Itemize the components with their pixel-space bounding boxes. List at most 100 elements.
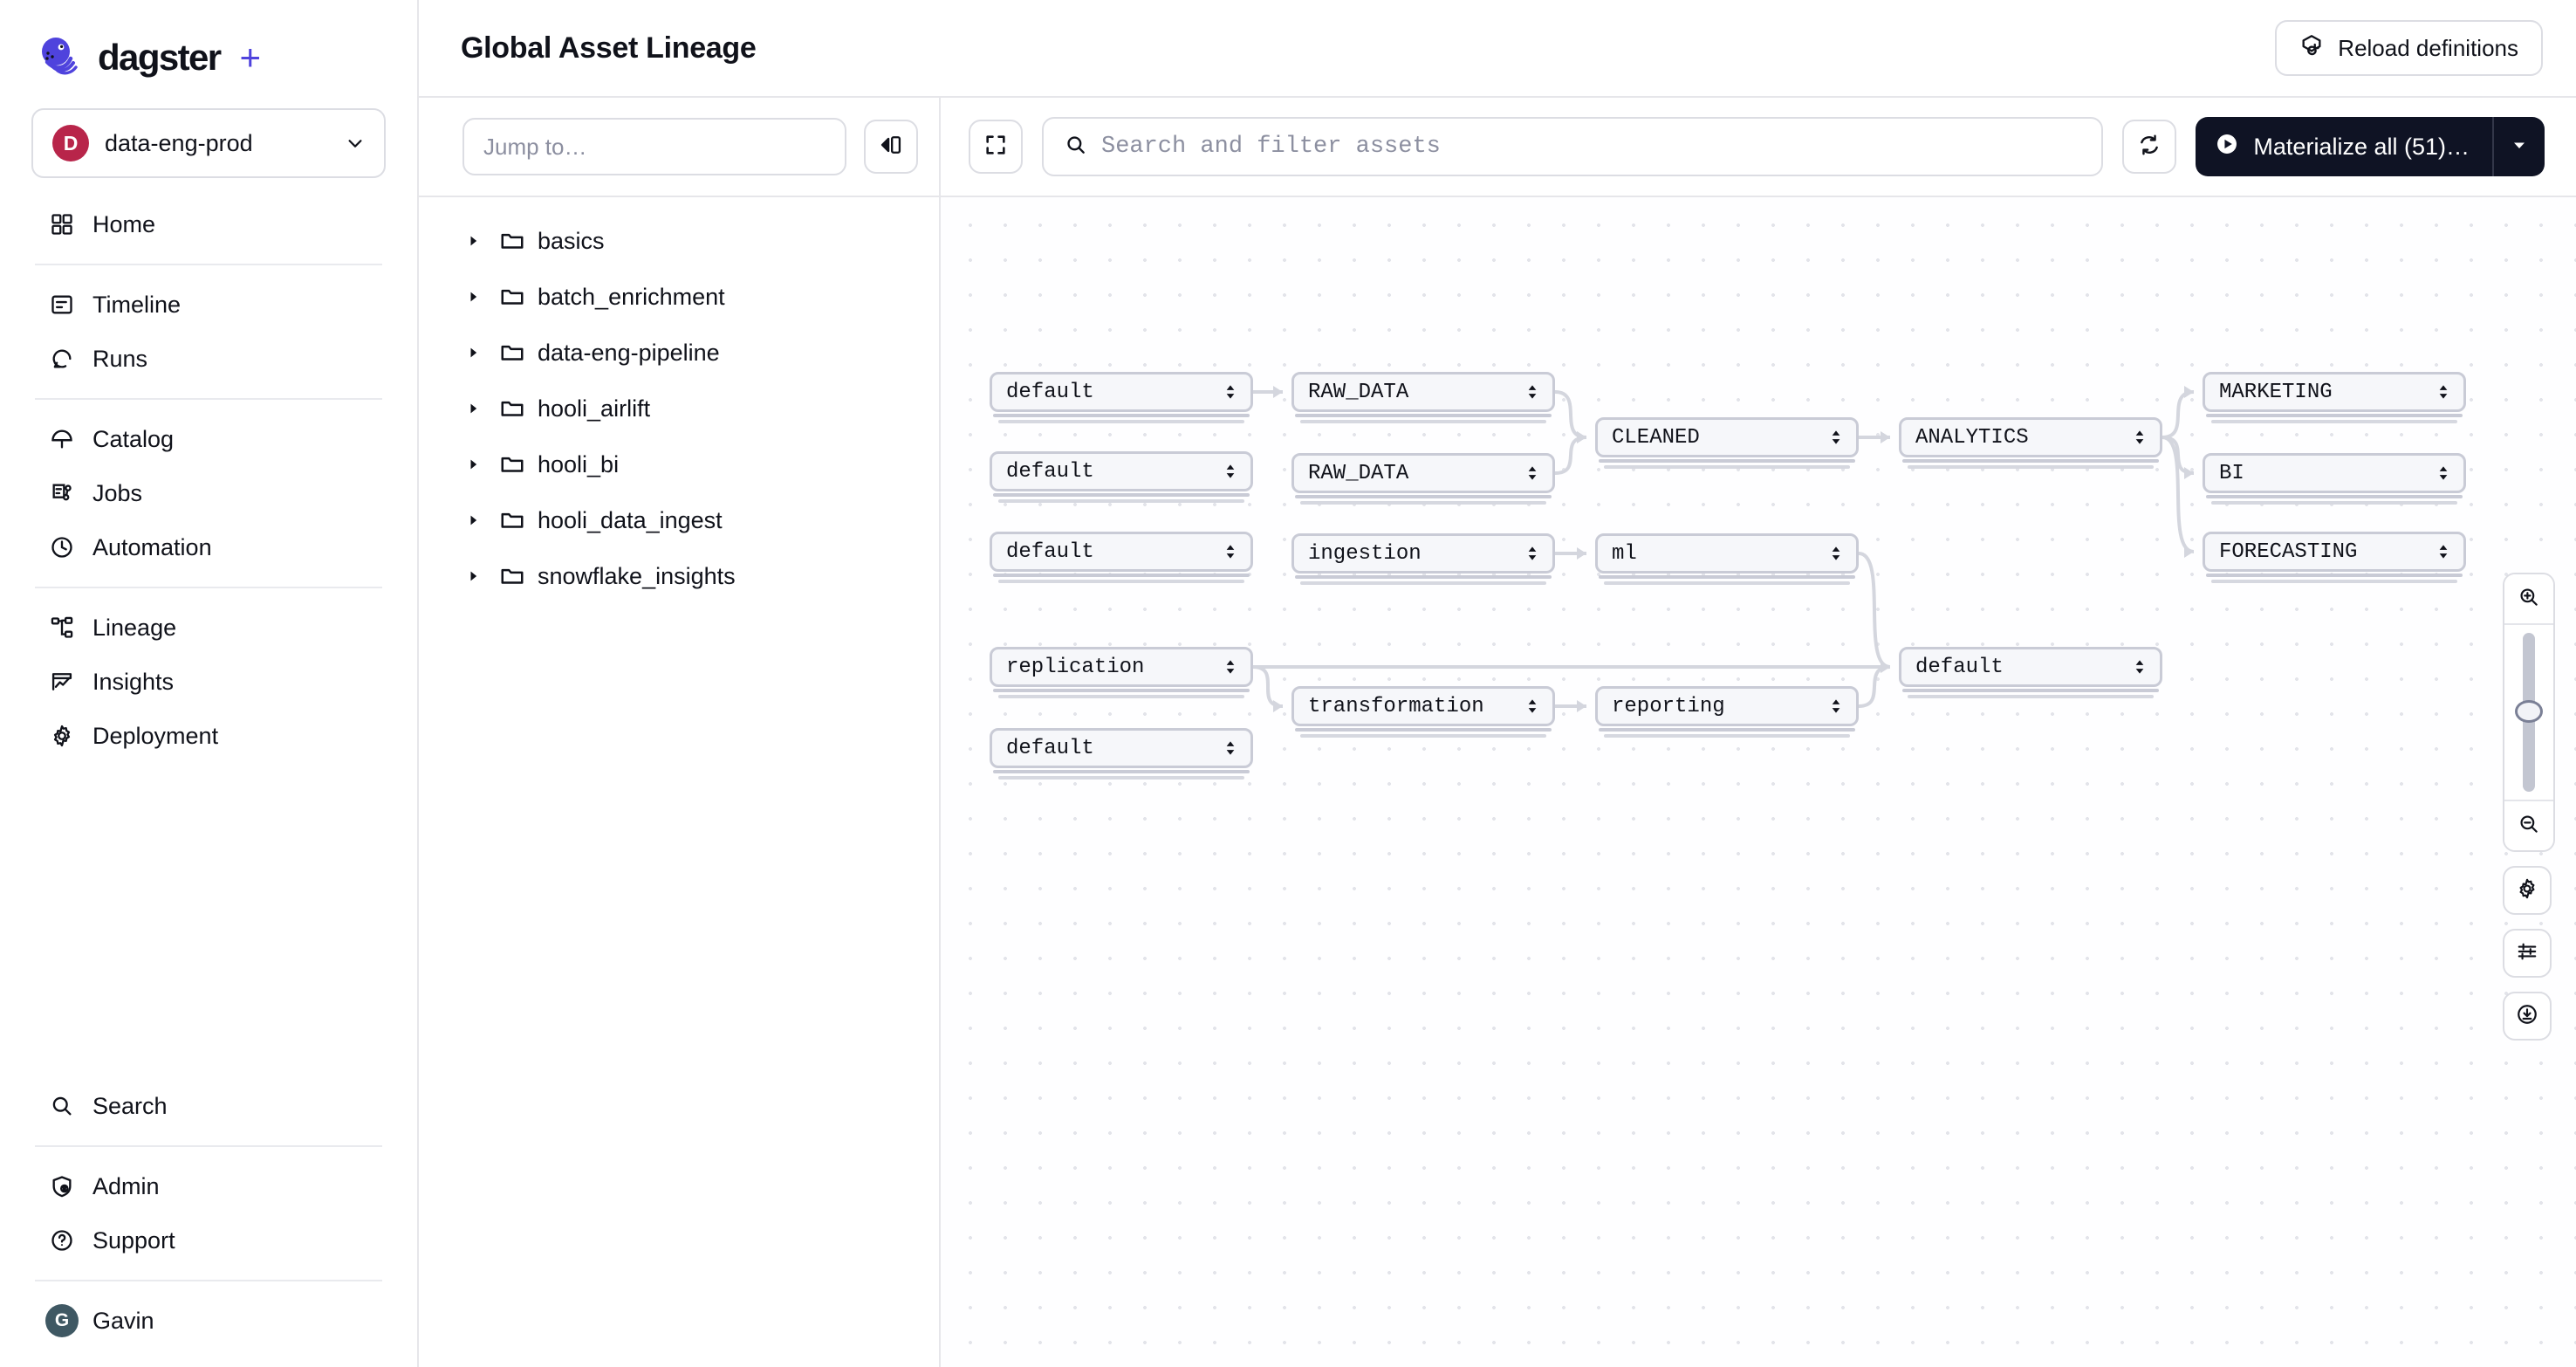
sidebar-item-jobs[interactable]: Jobs: [0, 466, 417, 520]
sidebar-item-lineage[interactable]: Lineage: [0, 601, 417, 655]
zoom-in-button[interactable]: [2504, 574, 2553, 623]
caret-right-icon[interactable]: [464, 400, 499, 417]
stepper-up-down-icon[interactable]: [1223, 737, 1238, 759]
materialize-dropdown-button[interactable]: [2494, 117, 2545, 176]
tree-item-basics[interactable]: basics: [419, 213, 939, 269]
stepper-up-down-icon[interactable]: [1524, 695, 1540, 718]
stepper-up-down-icon[interactable]: [2132, 426, 2148, 449]
sidebar-item-label: Deployment: [92, 722, 219, 749]
sidebar-item-support[interactable]: Support: [0, 1213, 417, 1267]
deployment-picker[interactable]: D data-eng-prod: [31, 108, 386, 178]
caret-right-icon[interactable]: [464, 567, 499, 585]
stepper-up-down-icon[interactable]: [1223, 460, 1238, 483]
sidebar-item-automation[interactable]: Automation: [0, 520, 417, 574]
rail-divider: [2504, 623, 2553, 625]
graph-node-raw_data[interactable]: RAW_DATA: [1291, 372, 1555, 412]
stepper-up-down-icon[interactable]: [1223, 540, 1238, 563]
stepper-up-down-icon[interactable]: [2436, 462, 2451, 484]
caret-right-icon[interactable]: [464, 512, 499, 529]
graph-edge: [1858, 552, 1891, 669]
tree-item-hooli_bi[interactable]: hooli_bi: [419, 436, 939, 492]
brand-logo-area[interactable]: dagster +: [0, 0, 417, 101]
tree-item-data-eng-pipeline[interactable]: data-eng-pipeline: [419, 325, 939, 381]
stepper-up-down-icon[interactable]: [1524, 542, 1540, 565]
graph-node-default[interactable]: default: [990, 728, 1253, 768]
sidebar-item-insights[interactable]: Insights: [0, 655, 417, 709]
sidebar-item-catalog[interactable]: Catalog: [0, 412, 417, 466]
sidebar-item-runs[interactable]: Runs: [0, 332, 417, 386]
tree-item-batch_enrichment[interactable]: batch_enrichment: [419, 269, 939, 325]
caret-right-icon[interactable]: [464, 288, 499, 306]
asset-search-box[interactable]: [1042, 117, 2104, 176]
sidebar-item-timeline[interactable]: Timeline: [0, 278, 417, 332]
zoom-out-button[interactable]: [2504, 801, 2553, 850]
zoom-slider-thumb[interactable]: [2515, 700, 2543, 723]
stepper-up-down-icon[interactable]: [2132, 656, 2148, 678]
sidebar-item-user[interactable]: G Gavin: [0, 1294, 417, 1348]
graph-node-replication[interactable]: replication: [990, 647, 1253, 687]
stepper-up-down-icon[interactable]: [1524, 462, 1540, 484]
tree-item-hooli_airlift[interactable]: hooli_airlift: [419, 381, 939, 436]
question-circle-icon: [49, 1227, 75, 1254]
graph-node-analytics[interactable]: ANALYTICS: [1899, 417, 2162, 457]
materialize-all-main[interactable]: Materialize all (51)…: [2196, 117, 2494, 176]
folder-icon: [499, 284, 538, 310]
graph-node-ml[interactable]: ml: [1595, 533, 1859, 574]
graph-node-raw_data[interactable]: RAW_DATA: [1291, 453, 1555, 493]
graph-node-cleaned[interactable]: CLEANED: [1595, 417, 1859, 457]
sidebar-item-admin[interactable]: Admin: [0, 1159, 417, 1213]
play-circle-icon: [2215, 132, 2239, 162]
graph-node-default[interactable]: default: [1899, 647, 2162, 687]
caret-right-icon[interactable]: [464, 232, 499, 250]
stepper-up-down-icon[interactable]: [1828, 542, 1844, 565]
tree-item-snowflake_insights[interactable]: snowflake_insights: [419, 548, 939, 604]
graph-filters-button[interactable]: [2503, 929, 2552, 978]
tree-item-label: batch_enrichment: [538, 283, 725, 310]
fit-to-screen-button[interactable]: [969, 120, 1023, 174]
stepper-up-down-icon[interactable]: [1223, 381, 1238, 403]
jump-to-input[interactable]: [462, 118, 846, 175]
graph-download-button[interactable]: [2503, 992, 2552, 1041]
graph-node-marketing[interactable]: MARKETING: [2203, 372, 2466, 412]
caret-right-icon[interactable]: [464, 456, 499, 473]
stepper-up-down-icon[interactable]: [1524, 381, 1540, 403]
graph-node-default[interactable]: default: [990, 451, 1253, 491]
collapse-left-panel-button[interactable]: [864, 120, 918, 174]
sidebar-item-deployment[interactable]: Deployment: [0, 709, 417, 763]
graph-node-label: default: [1006, 539, 1094, 564]
node-stack-slice: [2206, 574, 2463, 577]
main-area: Global Asset Lineage Reload definitions: [419, 0, 2576, 1367]
sidebar-item-home[interactable]: Home: [0, 197, 417, 251]
graph-node-default[interactable]: default: [990, 532, 1253, 572]
sidebar-item-search[interactable]: Search: [0, 1079, 417, 1133]
graph-node-label: FORECASTING: [2219, 539, 2358, 564]
refresh-button[interactable]: [2122, 120, 2177, 174]
graph-node-bi[interactable]: BI: [2203, 453, 2466, 493]
node-stack-slice: [998, 580, 1244, 583]
graph-node-reporting[interactable]: reporting: [1595, 686, 1859, 726]
reload-definitions-button[interactable]: Reload definitions: [2275, 20, 2543, 76]
folder-icon: [499, 451, 538, 477]
graph-node-default[interactable]: default: [990, 372, 1253, 412]
stepper-up-down-icon[interactable]: [2436, 381, 2451, 403]
tree-item-hooli_data_ingest[interactable]: hooli_data_ingest: [419, 492, 939, 548]
stepper-up-down-icon[interactable]: [1828, 695, 1844, 718]
materialize-all-button[interactable]: Materialize all (51)…: [2196, 117, 2545, 176]
caret-right-icon[interactable]: [464, 344, 499, 361]
node-stack-slice: [1295, 414, 1552, 417]
stepper-up-down-icon[interactable]: [2436, 540, 2451, 563]
graph-node-forecasting[interactable]: FORECASTING: [2203, 532, 2466, 572]
graph-node-ingestion[interactable]: ingestion: [1291, 533, 1555, 574]
graph-settings-button[interactable]: [2503, 866, 2552, 915]
stepper-up-down-icon[interactable]: [1223, 656, 1238, 678]
search-icon: [1065, 134, 1087, 161]
brand-plus: +: [239, 37, 262, 78]
stepper-up-down-icon[interactable]: [1828, 426, 1844, 449]
tree-item-label: data-eng-pipeline: [538, 339, 720, 366]
gear-icon: [2516, 877, 2538, 904]
node-stack-slice: [998, 695, 1244, 698]
zoom-slider[interactable]: [2504, 625, 2553, 800]
graph-node-transformation[interactable]: transformation: [1291, 686, 1555, 726]
search-input[interactable]: [1101, 134, 2081, 160]
